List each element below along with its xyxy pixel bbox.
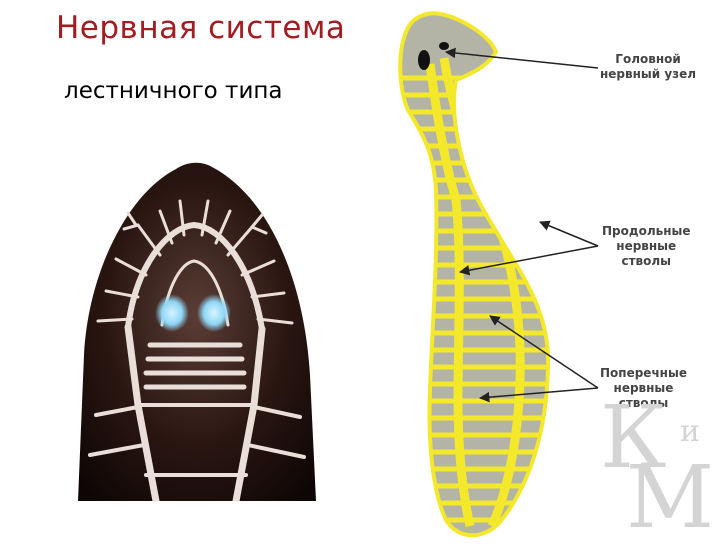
eyespot: [439, 42, 449, 50]
right-eyespot: [197, 294, 231, 332]
planarian-micrograph: [76, 155, 316, 501]
watermark-logo: К М и: [598, 400, 720, 540]
head-ganglion: [418, 50, 430, 70]
label-head-ganglion: Головной нервный узел: [600, 52, 696, 82]
page-subtitle: лестничного типа: [64, 78, 283, 104]
left-eyespot: [155, 294, 189, 332]
page-title: Нервная система: [56, 10, 345, 46]
label-longitudinal-trunks: Продольные нервные стволы: [602, 224, 690, 269]
worm-body: [400, 13, 548, 535]
arrow-longitudinal-1: [540, 222, 598, 246]
